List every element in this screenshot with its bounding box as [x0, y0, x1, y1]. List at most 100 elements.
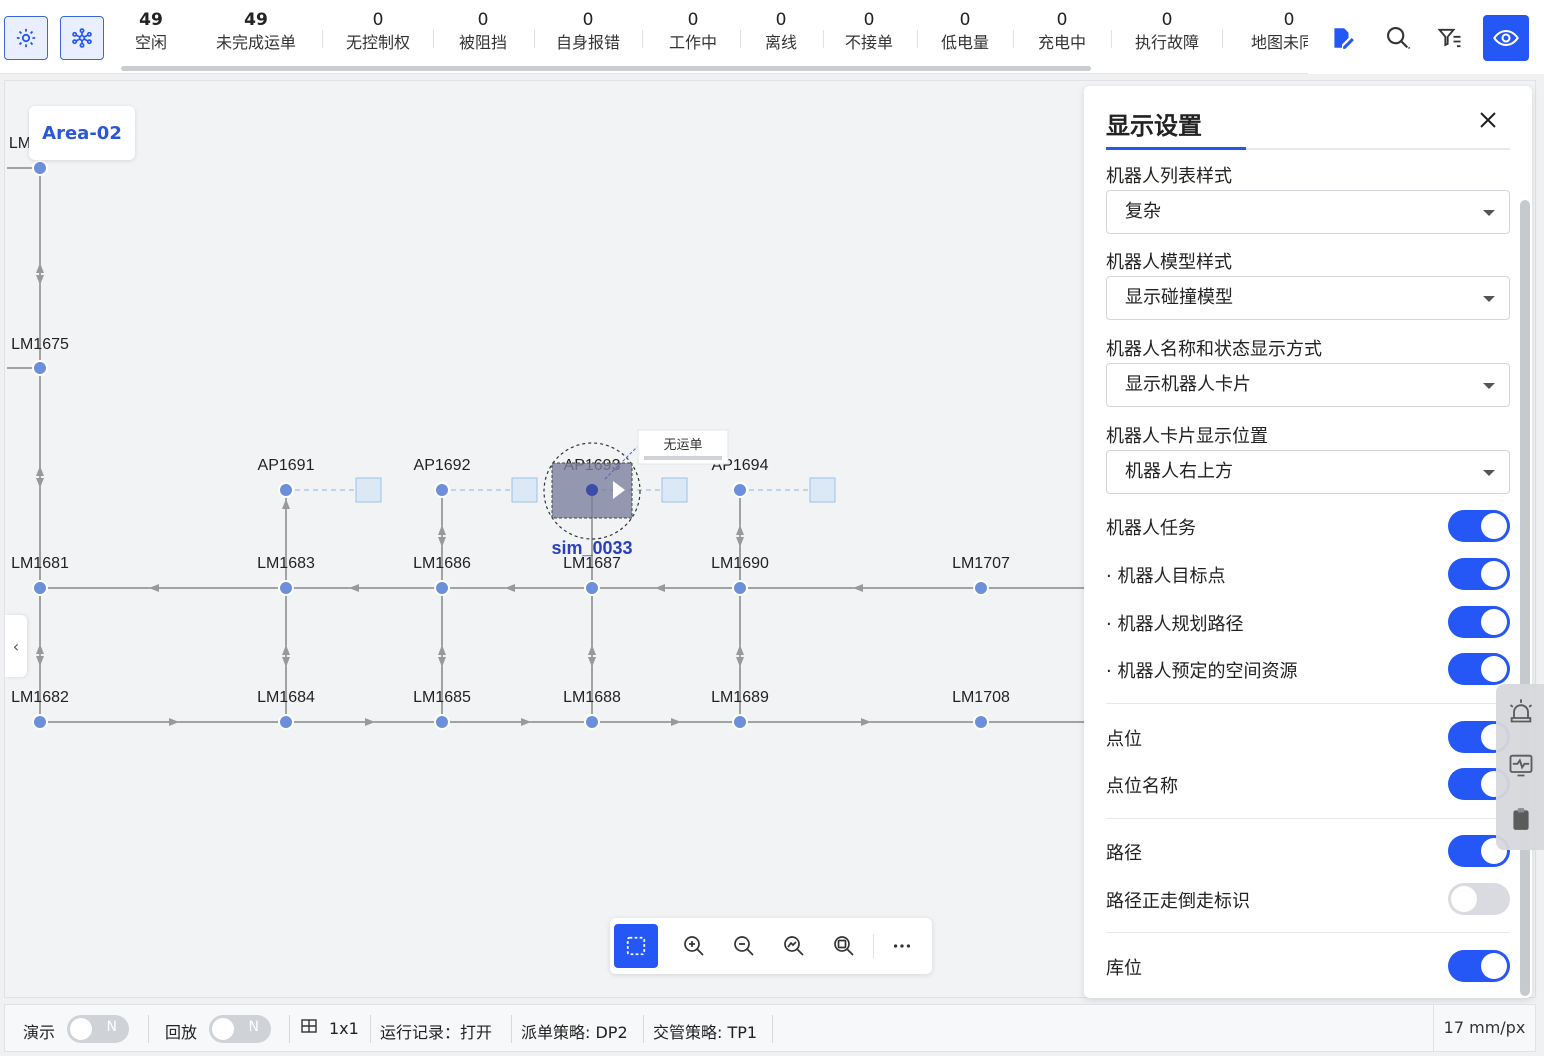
- search-button[interactable]: [1378, 18, 1418, 58]
- clipboard-button[interactable]: [1506, 804, 1536, 834]
- robot-sim-0033[interactable]: sim_0033: [543, 442, 641, 558]
- map-node[interactable]: [584, 714, 600, 730]
- map-node[interactable]: [732, 482, 748, 498]
- path-arrow: [588, 645, 596, 655]
- status-divider: [643, 1015, 644, 1043]
- close-icon: [1480, 112, 1496, 128]
- map-graphics[interactable]: LM LM1675 AP1691 AP1692 AP1693 AP1694 LM…: [5, 81, 1536, 998]
- stat-divider: [534, 30, 535, 48]
- stat-divider: [322, 30, 323, 48]
- zoom-fit-button[interactable]: [772, 924, 816, 968]
- collapse-left-tab[interactable]: ‹: [5, 615, 27, 677]
- storage-location[interactable]: [511, 477, 538, 503]
- field-label-robot-card-position: 机器人卡片显示位置: [1106, 426, 1268, 447]
- storage-location[interactable]: [809, 477, 836, 503]
- edit-map-button[interactable]: [1322, 18, 1362, 58]
- node-label: AP1692: [414, 457, 471, 474]
- toggle-robot-reserved-space[interactable]: [1448, 653, 1510, 685]
- toggle-robot-task[interactable]: [1448, 510, 1510, 542]
- map-node[interactable]: [732, 580, 748, 596]
- robot-card[interactable]: 无运单: [637, 429, 729, 465]
- grid-size[interactable]: 1x1: [329, 1019, 359, 1038]
- zoom-out-icon: [734, 936, 754, 956]
- panel-scrollbar[interactable]: [1520, 200, 1530, 996]
- map-node[interactable]: [278, 714, 294, 730]
- map-node[interactable]: [732, 714, 748, 730]
- traffic-strategy[interactable]: 交管策略: TP1: [653, 1023, 758, 1042]
- toggle-path-direction[interactable]: [1448, 883, 1510, 915]
- map-node[interactable]: [32, 714, 48, 730]
- map-node[interactable]: [973, 580, 989, 596]
- zoom-reset-button[interactable]: [822, 924, 866, 968]
- box-select-button[interactable]: [614, 924, 658, 968]
- status-divider: [370, 1015, 371, 1043]
- filter-button[interactable]: [1430, 18, 1470, 58]
- toggle-robot-planned-path[interactable]: [1448, 606, 1510, 638]
- display-settings-button[interactable]: [1483, 15, 1529, 61]
- select-robot-name-display[interactable]: 显示机器人卡片: [1106, 363, 1510, 407]
- path-arrow: [349, 584, 359, 592]
- path-arrow: [521, 718, 531, 726]
- zoom-in-button[interactable]: [672, 924, 716, 968]
- toggle-row-points: 点位: [1106, 721, 1510, 753]
- map-node[interactable]: [32, 360, 48, 376]
- monitor-button[interactable]: [1506, 750, 1536, 780]
- status-divider: [148, 1015, 149, 1043]
- stat-divider: [1111, 30, 1112, 48]
- select-robot-card-position[interactable]: 机器人右上方: [1106, 450, 1510, 494]
- run-log-status[interactable]: 运行记录：打开: [380, 1023, 493, 1042]
- area-label[interactable]: Area-02: [29, 106, 135, 160]
- select-robot-list-style[interactable]: 复杂: [1106, 190, 1510, 234]
- select-robot-model-style[interactable]: 显示碰撞模型: [1106, 276, 1510, 320]
- toggle-storage[interactable]: [1448, 950, 1510, 982]
- stat-divider: [823, 30, 824, 48]
- map-node[interactable]: [32, 160, 48, 176]
- map-node[interactable]: [278, 580, 294, 596]
- path-arrow: [36, 275, 44, 285]
- chevron-down-icon: [1483, 383, 1495, 389]
- map-node[interactable]: [434, 714, 450, 730]
- map-node[interactable]: [434, 482, 450, 498]
- map-node[interactable]: [973, 714, 989, 730]
- path-arrow: [438, 525, 446, 535]
- map-node[interactable]: [32, 580, 48, 596]
- robot-card-bar: [644, 456, 722, 460]
- toggle-robot-target[interactable]: [1448, 558, 1510, 590]
- replay-switch[interactable]: N: [209, 1015, 271, 1043]
- demo-switch[interactable]: N: [67, 1015, 129, 1043]
- chevron-down-icon: [1483, 210, 1495, 216]
- panel-title: 显示设置: [1106, 112, 1202, 140]
- storage-location[interactable]: [355, 477, 382, 503]
- stats-scrollbar[interactable]: [121, 66, 1091, 71]
- dispatch-strategy[interactable]: 派单策略: DP2: [521, 1023, 628, 1042]
- map-node[interactable]: [278, 482, 294, 498]
- map-node[interactable]: [584, 580, 600, 596]
- robot-name-label: sim_0033: [551, 538, 632, 558]
- zoom-out-button[interactable]: [722, 924, 766, 968]
- alarm-button[interactable]: [1506, 696, 1536, 726]
- path-arrow: [505, 584, 515, 592]
- map-node[interactable]: [434, 580, 450, 596]
- more-button[interactable]: [880, 924, 924, 968]
- path-arrow: [438, 657, 446, 667]
- grid-icon[interactable]: [301, 1018, 317, 1038]
- settings-button[interactable]: [4, 16, 48, 60]
- panel-close-button[interactable]: [1474, 106, 1502, 134]
- search-icon: [1387, 27, 1411, 49]
- network-button[interactable]: [60, 16, 104, 60]
- path-arrow: [736, 657, 744, 667]
- path-arrow: [438, 537, 446, 547]
- storage-location[interactable]: [661, 477, 688, 503]
